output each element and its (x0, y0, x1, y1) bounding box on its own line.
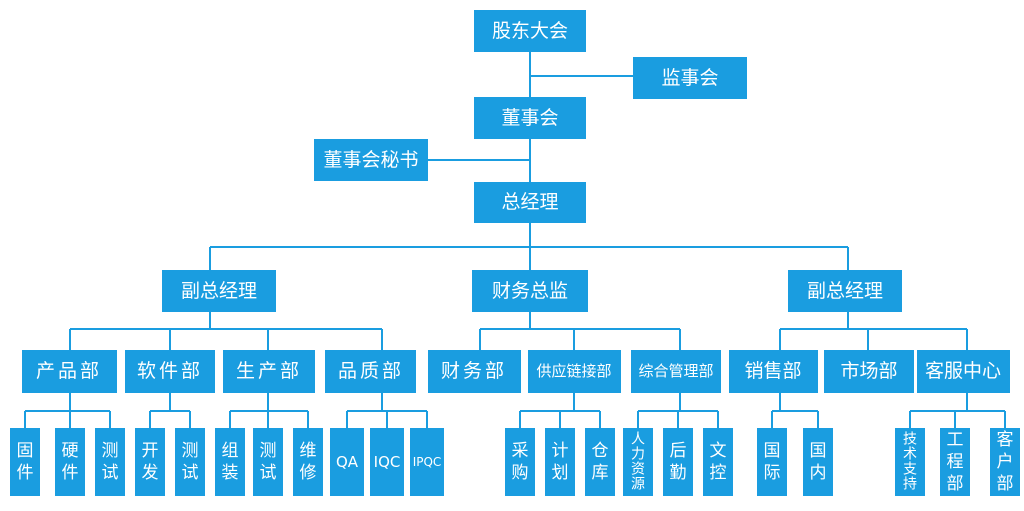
connector-lines (24, 52, 1006, 428)
leaf-label-qa: QA (336, 453, 359, 471)
node-board-secretary: 董事会秘书 (314, 139, 428, 181)
leaf-box-qa (330, 428, 364, 496)
leaf-box-assembly (215, 428, 245, 496)
leaf-label-hardware: 硬件 (62, 441, 79, 483)
leaf-label-logistics: 后勤 (670, 441, 687, 483)
node-sales-dept: 销售部 (729, 350, 818, 393)
node-finance-dept: 财务部 (428, 350, 521, 393)
leaf-box-iqc (370, 428, 404, 496)
node-label: 财务部 (441, 360, 507, 382)
leaf-label-production-test: 测试 (260, 441, 277, 483)
node-label: 财务总监 (492, 280, 568, 302)
leaf-box-hr (623, 428, 653, 496)
leaf-box-customer-dept (990, 428, 1020, 496)
leaf-box-engineering (940, 428, 970, 496)
node-shareholders: 股东大会 (474, 10, 586, 52)
leaf-box-hardware (55, 428, 85, 496)
leaf-label-admin-docs: 文控 (710, 441, 727, 483)
leaf-label-purchasing: 采购 (512, 441, 529, 483)
leaf-box-tech-support (895, 428, 925, 496)
node-vgm-right: 副总经理 (788, 270, 902, 312)
leaf-box-dev (135, 428, 165, 496)
node-supervisors: 监事会 (633, 57, 747, 99)
node-label: 董事会秘书 (323, 149, 418, 171)
node-general-mgmt-dept: 综合管理部 (631, 350, 721, 393)
leaf-label-domestic: 国内 (810, 441, 827, 483)
node-supply-chain-dept: 供应链接部 (528, 350, 621, 393)
node-label: 副总经理 (807, 280, 883, 302)
leaf-box-ipqc (410, 428, 444, 496)
leaf-box-product-test (95, 428, 125, 496)
leaf-box-purchasing (505, 428, 535, 496)
node-product-dept: 产品部 (22, 350, 117, 393)
leaf-label-tech-support: 技术支持 (903, 432, 917, 493)
leaf-label-iqc: IQC (374, 453, 401, 471)
node-board: 董事会 (474, 97, 586, 139)
node-label: 生产部 (236, 360, 302, 382)
leaf-label-international: 国际 (764, 441, 781, 483)
node-label: 客服中心 (925, 360, 1001, 382)
leaf-nodes (10, 428, 1020, 496)
leaf-label-engineering: 工程部 (947, 430, 964, 494)
node-gm: 总经理 (474, 182, 586, 223)
leaf-box-warehouse (585, 428, 615, 496)
node-label: 销售部 (744, 360, 801, 382)
leaf-box-firmware (10, 428, 40, 496)
node-label: 产品部 (36, 360, 102, 382)
leaf-label-product-test: 测试 (102, 441, 119, 483)
leaf-box-logistics (663, 428, 693, 496)
leaf-label-maintenance: 维修 (300, 441, 317, 483)
node-vgm-left: 副总经理 (162, 270, 276, 312)
leaf-box-domestic (803, 428, 833, 496)
node-software-dept: 软件部 (125, 350, 215, 393)
leaf-label-dev: 开发 (142, 441, 159, 483)
node-label: 供应链接部 (536, 362, 611, 380)
node-label: 市场部 (840, 360, 897, 382)
leaf-box-planning (545, 428, 575, 496)
node-label: 总经理 (501, 191, 558, 213)
node-label: 综合管理部 (638, 362, 713, 380)
leaf-label-warehouse: 仓库 (592, 441, 609, 483)
node-label: 品质部 (338, 360, 404, 382)
leaf-box-maintenance (293, 428, 323, 496)
leaf-label-planning: 计划 (552, 441, 569, 483)
node-service-center: 客服中心 (917, 350, 1010, 393)
node-label: 副总经理 (181, 280, 257, 302)
leaf-box-production-test (253, 428, 283, 496)
node-label: 股东大会 (492, 20, 568, 42)
node-finance-director: 财务总监 (472, 270, 588, 312)
leaf-label-software-test: 测试 (182, 441, 199, 483)
leaf-box-admin-docs (703, 428, 733, 496)
leaf-label-customer-dept: 客户部 (997, 430, 1014, 494)
node-label: 软件部 (137, 360, 203, 382)
leaf-label-ipqc: IPQC (413, 455, 442, 469)
node-quality-dept: 品质部 (325, 350, 416, 393)
leaf-box-software-test (175, 428, 205, 496)
leaf-label-hr: 人力资源 (631, 432, 645, 493)
leaf-label-assembly: 组装 (222, 441, 239, 483)
node-production-dept: 生产部 (223, 350, 315, 393)
node-market-dept: 市场部 (824, 350, 914, 393)
node-label: 监事会 (661, 67, 718, 89)
leaf-box-international (757, 428, 787, 496)
node-label: 董事会 (501, 107, 558, 129)
leaf-label-firmware: 固件 (17, 441, 34, 483)
